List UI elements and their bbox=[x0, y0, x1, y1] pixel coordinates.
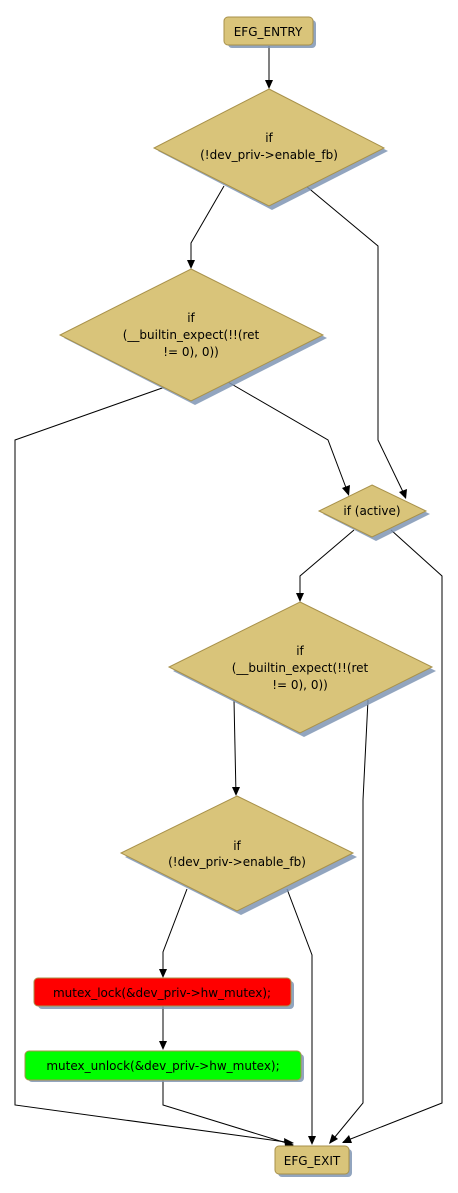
edge-d2-to-exit bbox=[14, 386, 294, 1144]
entry-label: EFG_ENTRY bbox=[234, 25, 303, 39]
edge-d3-to-d4 bbox=[299, 529, 355, 601]
decision-4-line-1: if bbox=[296, 644, 304, 658]
decision-5-line-1: if bbox=[233, 839, 241, 853]
edge-d4-to-exit bbox=[329, 699, 369, 1144]
mutex-unlock-node: mutex_unlock(&dev_priv->hw_mutex); bbox=[24, 1050, 304, 1082]
arrowhead bbox=[232, 787, 240, 796]
arrowhead bbox=[342, 1135, 352, 1143]
edge-d4-to-d5 bbox=[233, 699, 237, 796]
decision-4-diamond bbox=[167, 601, 434, 734]
arrowhead bbox=[308, 1136, 316, 1145]
exit-label: EFG_EXIT bbox=[284, 1154, 341, 1168]
mutex-lock-box bbox=[33, 977, 292, 1007]
edge-d5-to-exit bbox=[286, 888, 313, 1144]
decision-1-line-1: if bbox=[265, 131, 273, 145]
edge-unlock-to-exit bbox=[162, 1080, 294, 1146]
decision-3-diamond bbox=[317, 484, 428, 538]
arrowhead bbox=[187, 260, 195, 269]
decision-node-3: if (active) bbox=[317, 484, 430, 541]
decision-4-line-2: (__builtin_expect(!!(ret bbox=[232, 661, 369, 675]
arrowhead bbox=[399, 489, 407, 499]
decision-1-diamond bbox=[152, 88, 386, 207]
edge-d5-to-lock bbox=[162, 888, 188, 977]
decision-5-diamond bbox=[119, 795, 355, 912]
decision-3-label: if (active) bbox=[343, 504, 400, 518]
entry-node: EFG_ENTRY bbox=[223, 16, 316, 48]
decision-2-line-2: (__builtin_expect(!!(ret bbox=[123, 328, 260, 342]
decision-1-line-2: (!dev_priv->enable_fb) bbox=[200, 148, 338, 162]
arrowhead bbox=[159, 1041, 167, 1050]
edges bbox=[14, 46, 443, 1148]
arrowhead bbox=[265, 80, 273, 89]
decision-5-line-2: (!dev_priv->enable_fb) bbox=[168, 855, 306, 869]
decision-2-line-1: if bbox=[187, 311, 195, 325]
mutex-lock-label: mutex_lock(&dev_priv->hw_mutex); bbox=[53, 986, 271, 1000]
mutex-unlock-box bbox=[24, 1050, 302, 1081]
decision-node-4: if (__builtin_expect(!!(ret != 0), 0)) bbox=[167, 601, 436, 737]
edge-d3-to-exit bbox=[342, 529, 443, 1143]
edge-d2-to-d3 bbox=[227, 381, 349, 494]
arrowhead bbox=[296, 593, 304, 602]
arrowhead bbox=[329, 1134, 338, 1144]
exit-box bbox=[274, 1145, 350, 1175]
arrowhead bbox=[342, 485, 350, 496]
mutex-unlock-label: mutex_unlock(&dev_priv->hw_mutex); bbox=[46, 1059, 279, 1073]
entry-box bbox=[223, 16, 314, 46]
decision-node-1: if (!dev_priv->enable_fb) bbox=[152, 88, 388, 210]
edge-d1-to-d3 bbox=[305, 185, 406, 497]
decision-2-line-3: != 0), 0)) bbox=[163, 345, 219, 359]
mutex-lock-node: mutex_lock(&dev_priv->hw_mutex); bbox=[33, 977, 294, 1009]
edge-d1-to-d2 bbox=[190, 185, 225, 268]
decision-4-line-3: != 0), 0)) bbox=[272, 678, 328, 692]
decision-node-2: if (__builtin_expect(!!(ret != 0), 0)) bbox=[58, 268, 327, 405]
decision-node-5: if (!dev_priv->enable_fb) bbox=[119, 795, 357, 915]
exit-node: EFG_EXIT bbox=[274, 1145, 352, 1177]
decision-2-diamond bbox=[58, 268, 325, 402]
arrowhead bbox=[159, 969, 167, 978]
